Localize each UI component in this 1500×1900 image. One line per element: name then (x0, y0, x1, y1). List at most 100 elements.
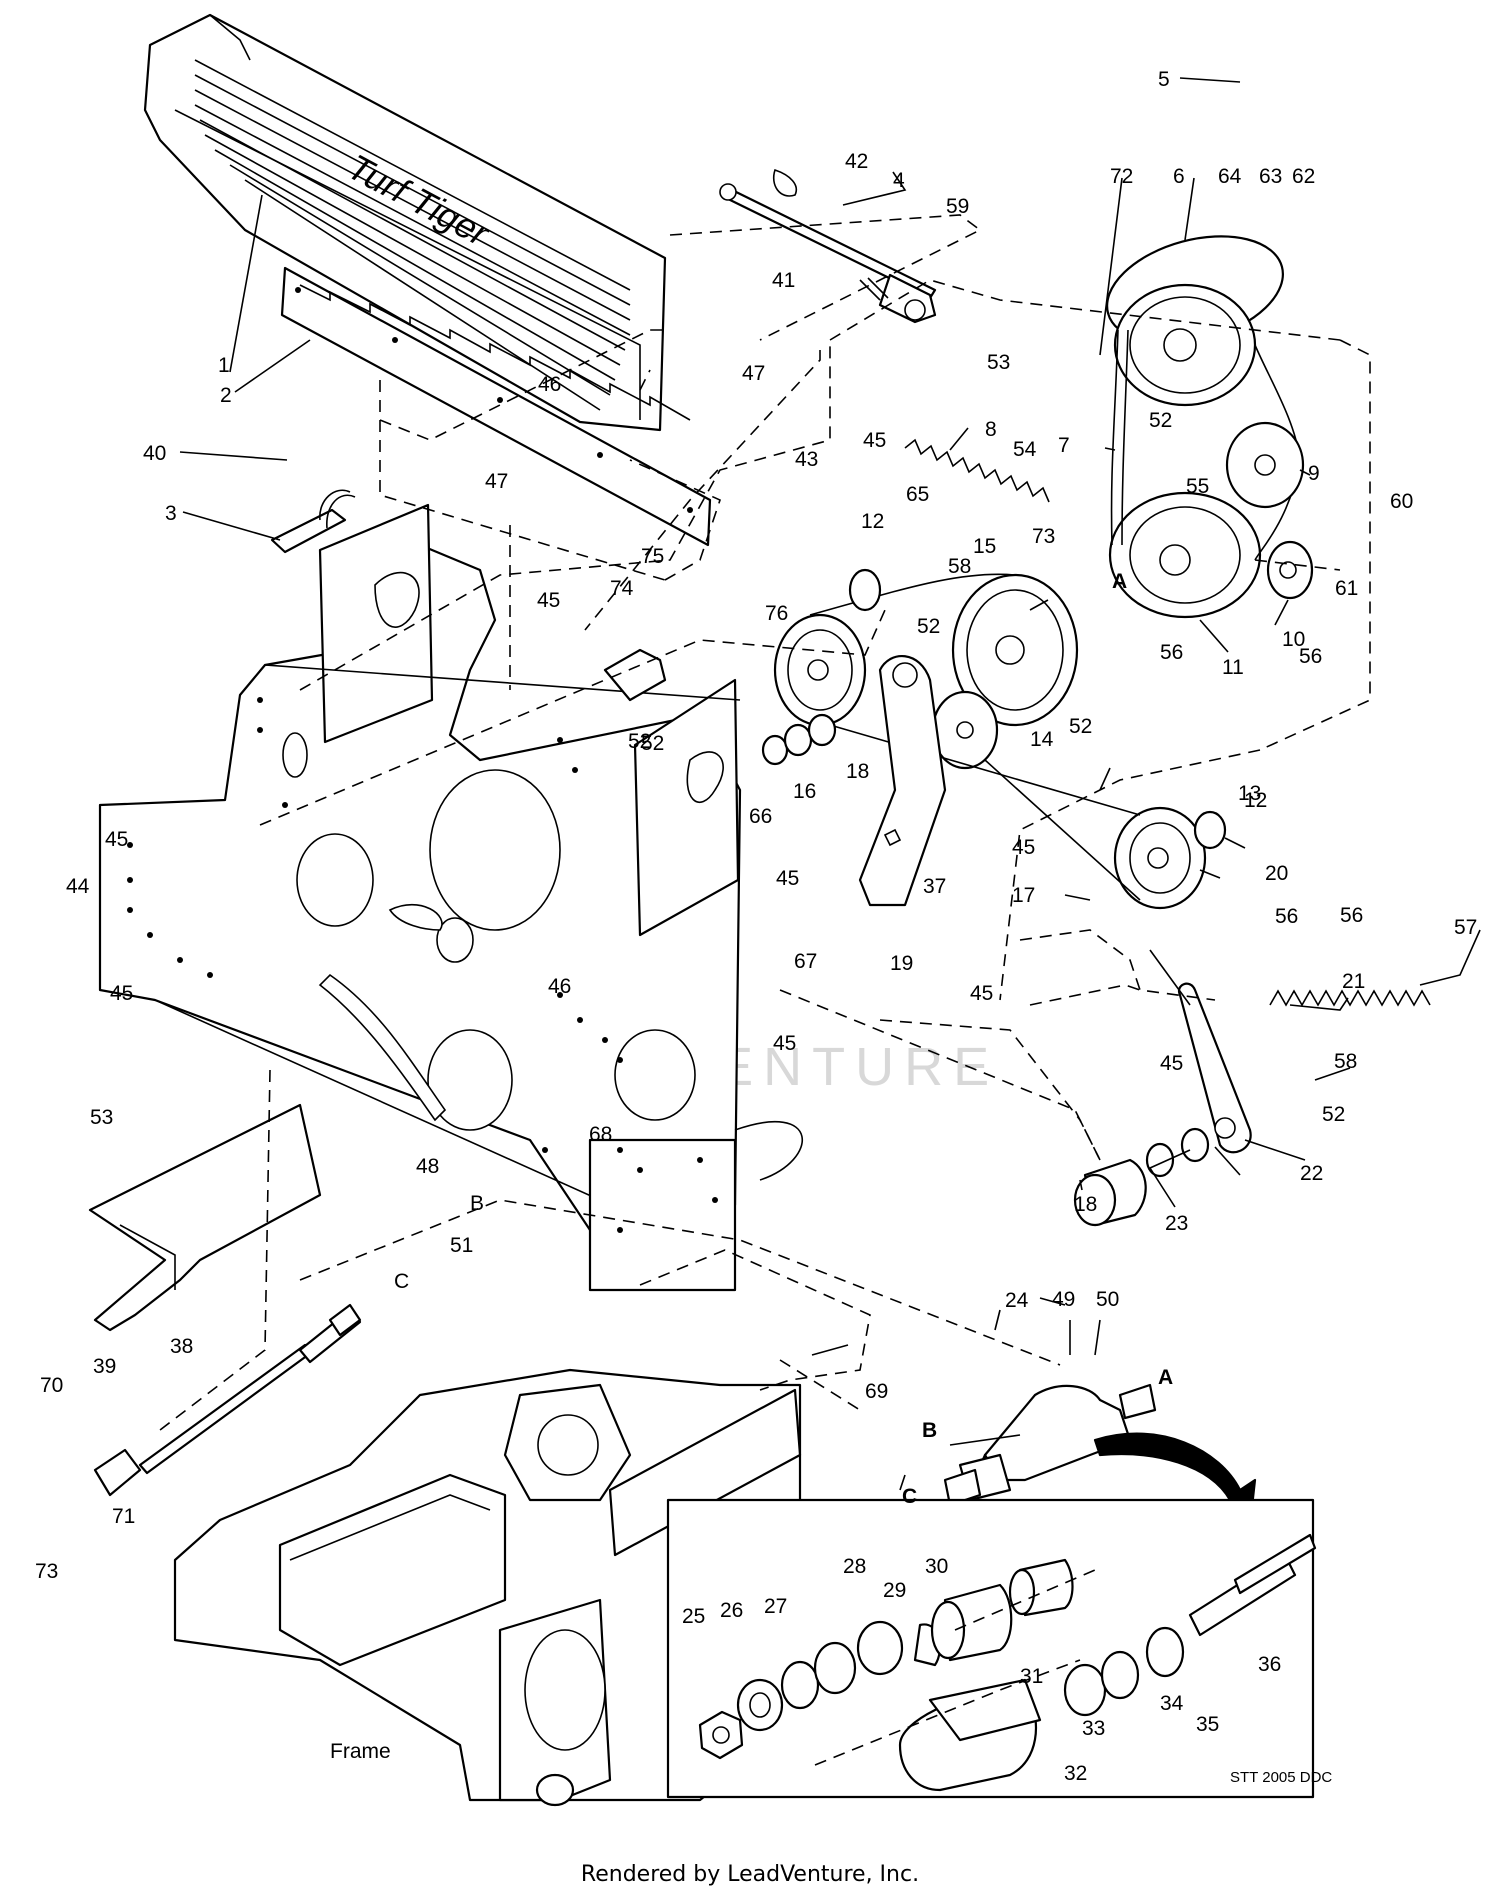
callout-70: 70 (40, 1374, 63, 1397)
callout-3: 3 (165, 502, 177, 525)
upper-pulley (1106, 235, 1284, 407)
callout-10: 10 (1282, 628, 1305, 651)
belt-13 (809, 573, 1141, 901)
bracket-74 (603, 648, 667, 702)
callout-45a: 45 (105, 828, 128, 851)
callout-56b: 56 (1299, 645, 1322, 668)
callout-25: 25 (682, 1605, 705, 1628)
callout-22: 22 (1300, 1162, 1323, 1185)
ref-letter-b-lower: B (922, 1419, 937, 1442)
spacers-16-18 (761, 713, 837, 766)
ref-letter-c-upper: C (394, 1270, 409, 1293)
callout-2: 2 (220, 384, 232, 407)
callout-54: 54 (1013, 438, 1037, 461)
bushing-23 (1073, 1127, 1210, 1227)
callout-18a: 18 (846, 760, 869, 783)
callout-17: 17 (1012, 884, 1035, 907)
callout-58: 58 (948, 555, 971, 578)
callout-37: 37 (923, 875, 946, 898)
callout-45i: 45 (1160, 1052, 1183, 1075)
callout-15: 15 (973, 535, 996, 558)
callout-31: 31 (1020, 1665, 1043, 1688)
main-frame-plate (98, 503, 804, 1292)
callout-1: 1 (218, 354, 230, 377)
callout-62: 62 (1292, 165, 1315, 188)
callout-49: 49 (1052, 1288, 1075, 1311)
callout-76: 76 (765, 602, 788, 625)
bushing-10 (1266, 540, 1314, 600)
callout-6: 6 (1173, 165, 1185, 188)
callout-51: 51 (450, 1234, 473, 1257)
callout-4: 4 (893, 169, 905, 192)
callout-18b: 18 (1074, 1193, 1097, 1216)
callout-45f: 45 (1012, 836, 1035, 859)
tensioner-arm-22 (1177, 982, 1252, 1154)
callout-59: 59 (946, 195, 969, 218)
callout-56c: 56 (1275, 905, 1298, 928)
callout-45g: 45 (970, 982, 993, 1005)
frame-bracket-left (88, 1103, 322, 1332)
leader-lines (179, 77, 1481, 1491)
callout-38: 38 (170, 1335, 193, 1358)
callout-30: 30 (925, 1555, 948, 1578)
callout-42: 42 (845, 150, 868, 173)
callout-52c: 52 (1149, 409, 1172, 432)
bushing-12-lower (1193, 810, 1227, 850)
callout-13: 13 (1238, 782, 1261, 805)
callout-67: 67 (794, 950, 817, 973)
callout-53: 53 (987, 351, 1010, 374)
callout-65: 65 (906, 483, 929, 506)
callout-52a: 52 (628, 730, 651, 753)
callout-74: 74 (610, 577, 634, 600)
callout-73b: 73 (35, 1560, 58, 1583)
callout-5: 5 (1158, 68, 1170, 91)
idler-arm-37 (858, 655, 947, 907)
callout-71: 71 (112, 1505, 135, 1528)
ref-letter-a-upper: A (1112, 570, 1127, 593)
callout-53b: 53 (90, 1106, 113, 1129)
detail-box: STT 2005 DDC (666, 1498, 1332, 1799)
callout-48: 48 (416, 1155, 439, 1178)
callout-8: 8 (985, 418, 997, 441)
callout-52e: 52 (1069, 715, 1092, 738)
callout-19: 19 (890, 952, 913, 975)
callout-45d: 45 (776, 867, 799, 890)
springs (904, 438, 1431, 1007)
callout-29: 29 (883, 1579, 906, 1602)
callout-24: 24 (1005, 1289, 1029, 1312)
callout-43: 43 (795, 448, 818, 471)
drive-shaft (93, 1303, 362, 1497)
callout-16: 16 (793, 780, 816, 803)
callout-46b: 46 (538, 373, 561, 396)
callout-45b: 45 (537, 589, 560, 612)
cable-clamp (270, 489, 356, 554)
callout-63: 63 (1259, 165, 1282, 188)
callout-45c: 45 (863, 429, 886, 452)
callout-57: 57 (1454, 916, 1477, 939)
callout-52f: 52 (1322, 1103, 1345, 1126)
callout-12a: 12 (861, 510, 884, 533)
callout-35: 35 (1196, 1713, 1219, 1736)
callout-21: 21 (1342, 970, 1365, 993)
callout-45e: 45 (110, 982, 133, 1005)
lower-pulley (1108, 491, 1262, 619)
callout-44: 44 (66, 875, 90, 898)
callout-46: 46 (548, 975, 571, 998)
callout-34: 34 (1160, 1692, 1184, 1715)
callout-52d: 52 (917, 615, 940, 638)
callout-60: 60 (1390, 490, 1413, 513)
callout-50: 50 (1096, 1288, 1119, 1311)
callout-56: 56 (1160, 641, 1183, 664)
callout-26: 26 (720, 1599, 743, 1622)
footer-credit: Rendered by LeadVenture, Inc. (580, 1862, 920, 1887)
callout-55: 55 (1186, 475, 1209, 498)
callout-14: 14 (1030, 728, 1054, 751)
callout-labels: 1 2 3 4 5 6 7 8 9 10 11 12 13 14 15 16 1… (35, 68, 1477, 1785)
callout-23: 23 (1165, 1212, 1188, 1235)
adjuster-rod (719, 183, 937, 324)
callout-40: 40 (143, 442, 166, 465)
spindle-housing-24 (943, 1383, 1157, 1507)
callout-12b: 12 (1244, 789, 1267, 812)
callout-39: 39 (93, 1355, 116, 1378)
callout-47: 47 (742, 362, 765, 385)
